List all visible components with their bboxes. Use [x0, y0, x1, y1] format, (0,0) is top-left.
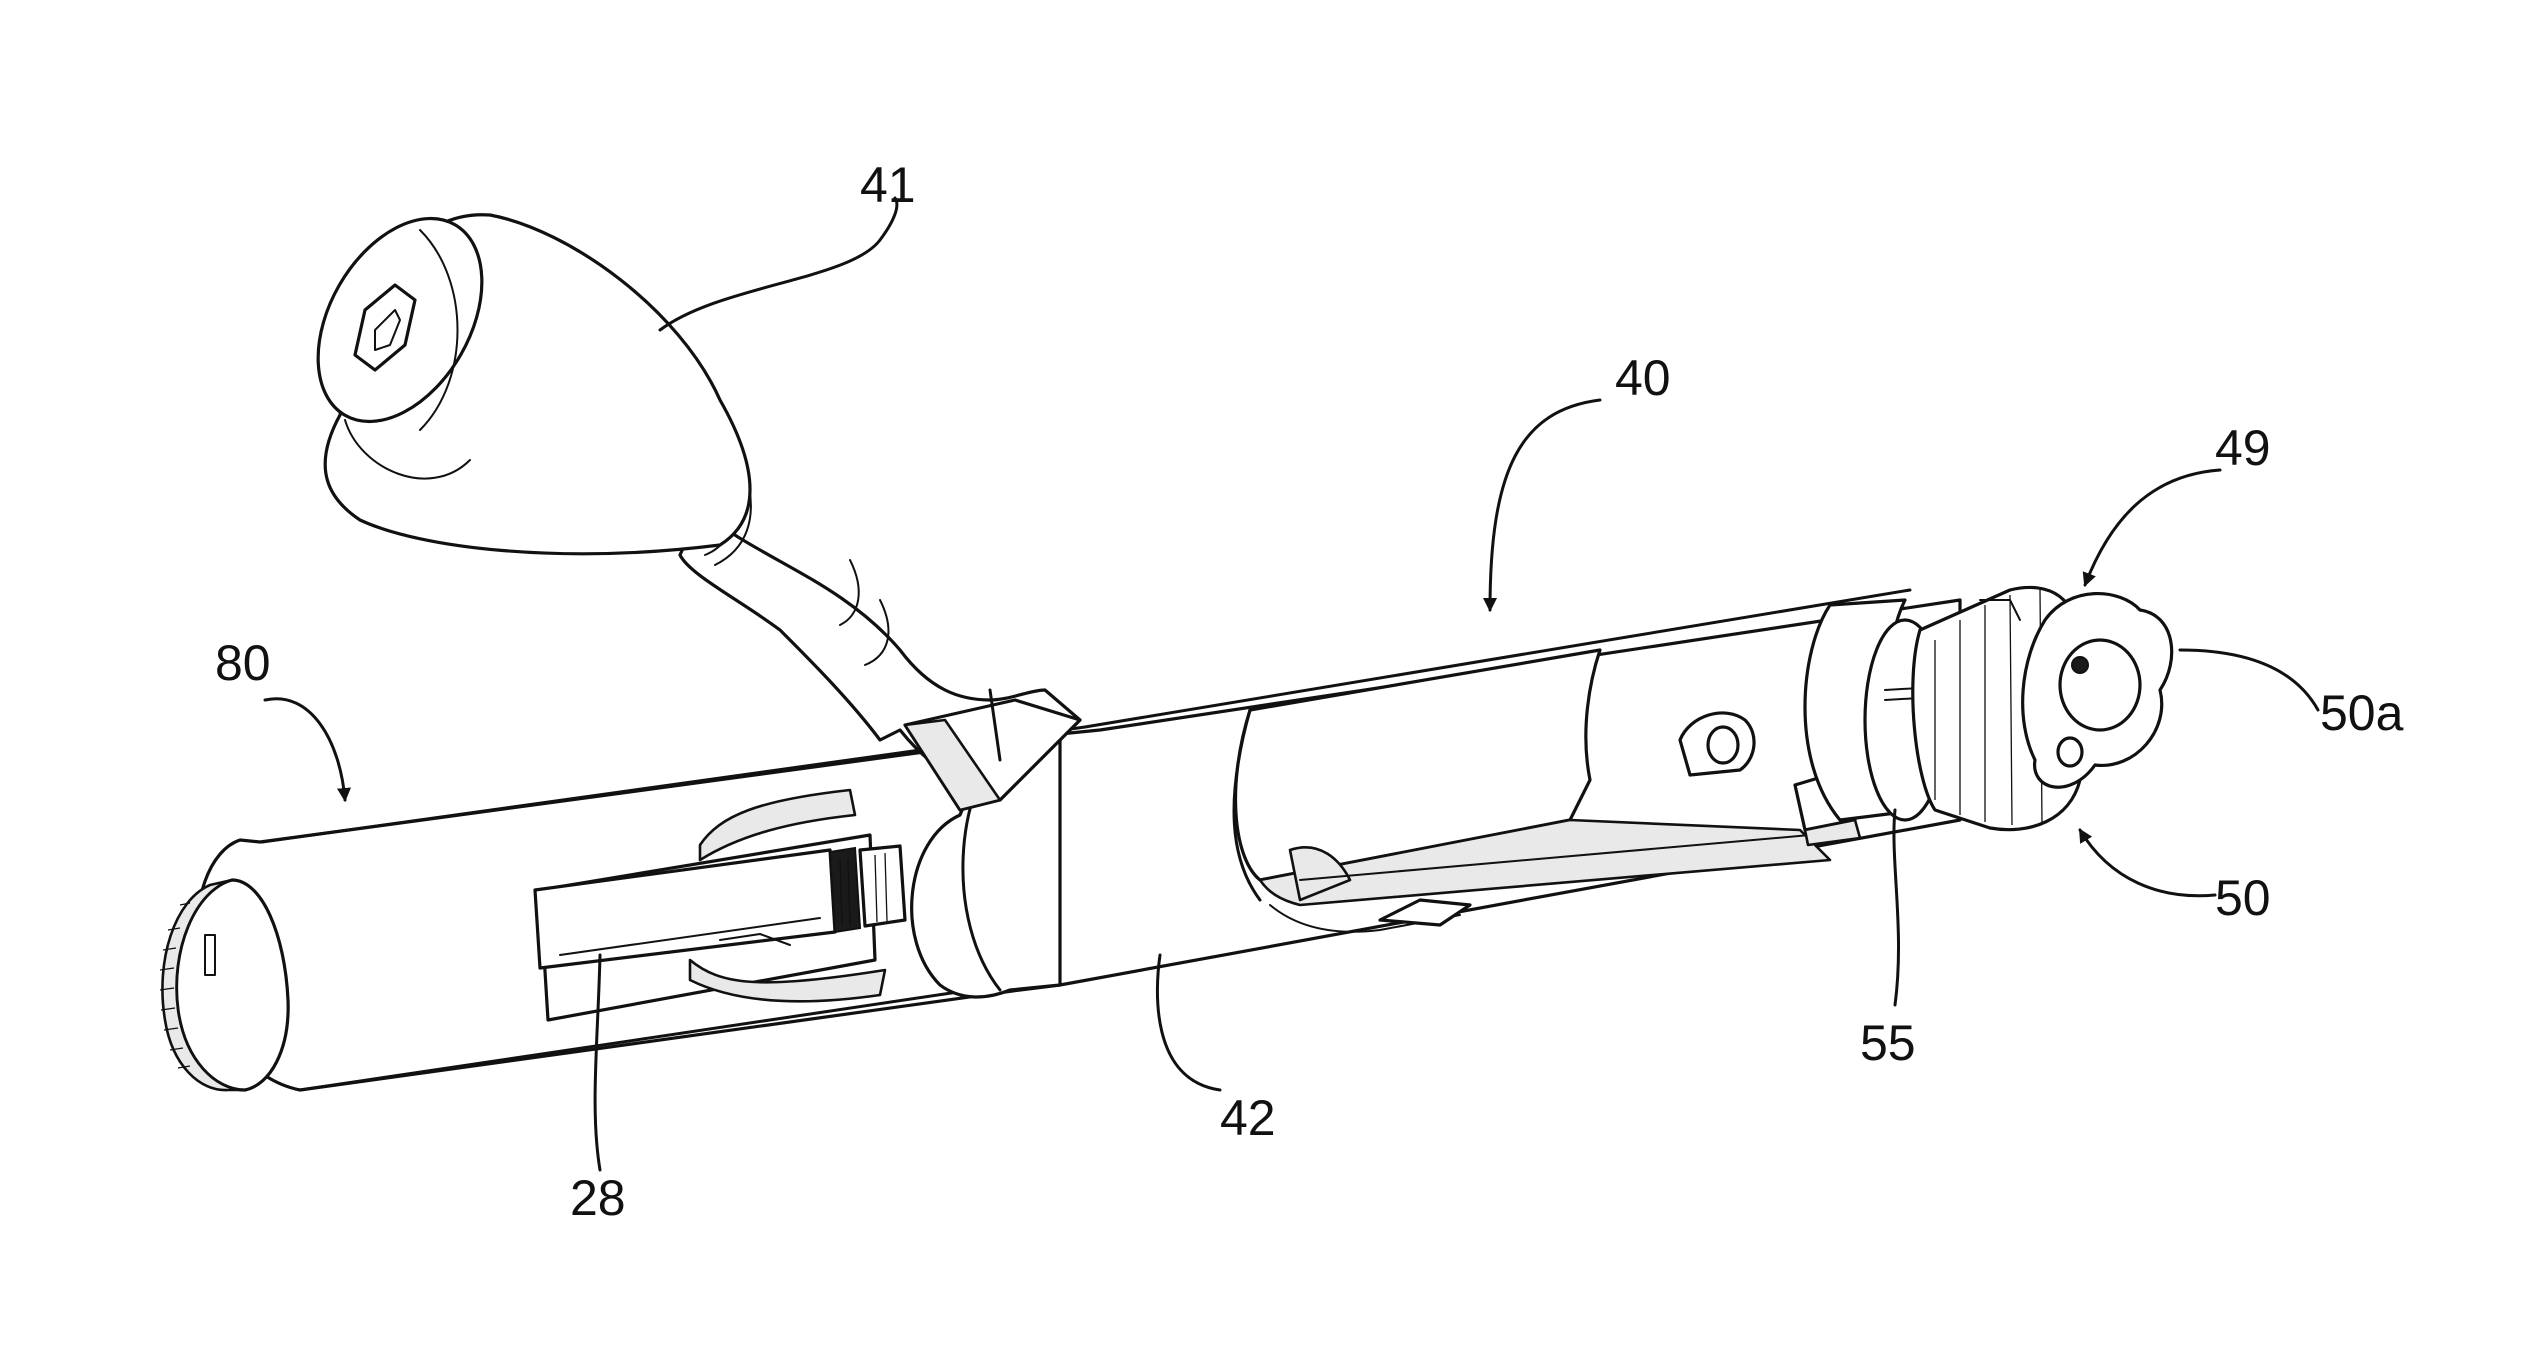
- label-28: 28: [570, 1170, 626, 1226]
- label-55: 55: [1860, 1015, 1916, 1071]
- leader-50: [2080, 830, 2215, 896]
- leader-42: [1157, 955, 1220, 1090]
- end-cap-80: [160, 880, 288, 1090]
- handle-41: [284, 190, 1080, 810]
- leader-80: [265, 699, 345, 800]
- label-50a: 50a: [2320, 685, 2404, 741]
- leader-50a: [2180, 650, 2318, 710]
- label-40: 40: [1615, 350, 1671, 406]
- label-80: 80: [215, 635, 271, 691]
- leader-41: [660, 198, 897, 330]
- leader-55: [1894, 810, 1899, 1005]
- leader-40: [1490, 400, 1600, 610]
- label-42: 42: [1220, 1090, 1276, 1146]
- label-49: 49: [2215, 420, 2271, 476]
- label-41: 41: [860, 157, 916, 213]
- front-cap-49: [1805, 587, 2172, 829]
- leader-49: [2085, 470, 2220, 585]
- label-50: 50: [2215, 870, 2271, 926]
